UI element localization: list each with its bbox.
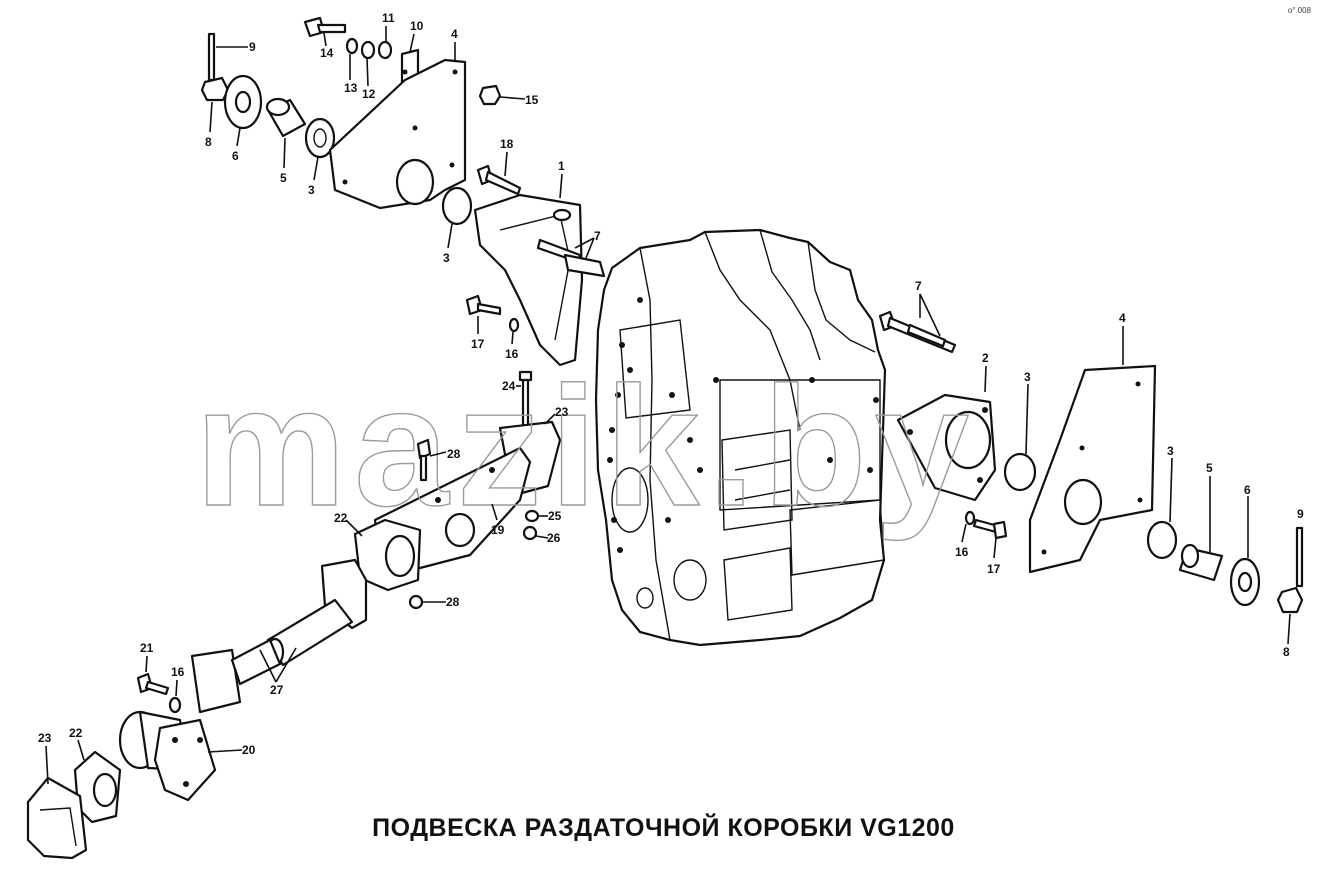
callout-18: 18: [500, 137, 514, 151]
callout-20: 20: [242, 743, 256, 757]
callout-11: 11: [382, 11, 395, 25]
callout-17-right: 17: [987, 562, 1001, 576]
callout-22-lower: 22: [69, 726, 83, 740]
callout-28-lower: 28: [446, 595, 460, 609]
callout-3-right-upper: 3: [1024, 370, 1031, 384]
callout-16-left: 16: [505, 347, 519, 361]
callout-5-right: 5: [1206, 461, 1213, 475]
diagram-title: ПОДВЕСКА РАЗДАТОЧНОЙ КОРОБКИ VG1200: [372, 814, 955, 842]
callout-9-right: 9: [1297, 507, 1304, 521]
callout-8-right: 8: [1283, 645, 1290, 659]
callout-23-upper: 23: [555, 405, 569, 419]
callout-22-upper: 22: [334, 511, 348, 525]
callout-19: 19: [491, 523, 505, 537]
callout-15: 15: [525, 93, 539, 107]
callout-3-mid: 3: [443, 251, 450, 265]
callout-9: 9: [249, 40, 256, 54]
callout-21: 21: [140, 641, 154, 655]
callout-13: 13: [344, 81, 358, 95]
callout-7-right: 7: [915, 279, 922, 293]
callout-2: 2: [982, 351, 989, 365]
callout-14: 14: [320, 46, 334, 60]
crossmember-assembly: [26, 370, 562, 860]
callout-17-left: 17: [471, 337, 485, 351]
callout-layer: 9 14 13 12 11 10 4 15 8 6 5 3 18 1 3 7 1…: [38, 11, 1304, 785]
callout-10: 10: [410, 19, 424, 33]
callout-28-upper: 28: [447, 447, 461, 461]
callout-6-right: 6: [1244, 483, 1251, 497]
transfer-case-housing: [594, 228, 887, 647]
corner-mark: о° 008: [1287, 6, 1311, 15]
callout-3-right-lower: 3: [1167, 444, 1174, 458]
callout-24: 24: [502, 379, 516, 393]
callout-4-right: 4: [1119, 311, 1126, 325]
callout-12: 12: [362, 87, 376, 101]
callout-6-left: 6: [232, 149, 239, 163]
callout-7-left: 7: [594, 229, 601, 243]
right-mount: [878, 310, 1304, 614]
callout-16-lower: 16: [171, 665, 185, 679]
watermark: mazik.by: [195, 352, 977, 542]
callout-26: 26: [547, 531, 561, 545]
callout-25: 25: [548, 509, 562, 523]
upper-left-mount: [200, 16, 606, 367]
callout-27: 27: [270, 683, 284, 697]
callout-8-left: 8: [205, 135, 212, 149]
callout-3-upper: 3: [308, 183, 315, 197]
callout-4-upper: 4: [451, 27, 458, 41]
callout-16-right: 16: [955, 545, 969, 559]
callout-23-lower: 23: [38, 731, 52, 745]
callout-1: 1: [558, 159, 565, 173]
callout-5-left: 5: [280, 171, 287, 185]
